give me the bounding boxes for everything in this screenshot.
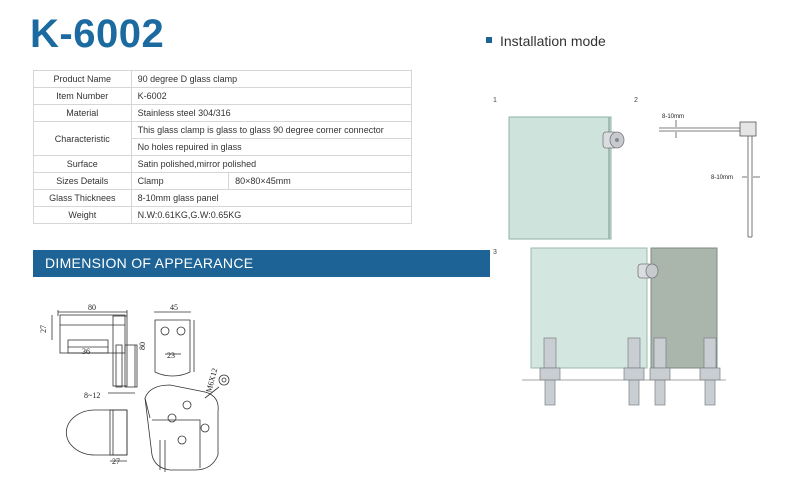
dim-27a-label: 27: [39, 325, 48, 333]
dim-top-label: 8-10mm: [662, 114, 684, 120]
top-view-corner: [659, 120, 760, 238]
step-number-3: 3: [493, 249, 497, 256]
step-number-1: 1: [493, 97, 497, 104]
table-row: Surface Satin polished,mirror polished: [33, 155, 413, 173]
spec-value: N.W:0.61KG,G.W:0.65KG: [130, 206, 413, 224]
dim-45-label: 45: [170, 303, 178, 312]
installation-heading: Installation mode: [486, 33, 606, 49]
installation-heading-text: Installation mode: [500, 33, 606, 49]
product-title: K-6002: [30, 12, 165, 56]
table-row: Glass Thicknees 8-10mm glass panel: [33, 189, 413, 207]
table-row: Product Name 90 degree D glass clamp: [33, 70, 413, 88]
square-bullet-icon: [486, 37, 492, 44]
clamp-icon: [637, 263, 659, 279]
table-row: Sizes Details Clamp 80×80×45mm: [33, 172, 412, 190]
dim-27b-label: 27: [112, 457, 120, 466]
spigot-posts: [539, 337, 721, 406]
dim-side-label: 8-10mm: [711, 175, 733, 181]
dim-23-label: 23: [167, 351, 175, 360]
step-number-2: 2: [634, 97, 638, 104]
table-row: Weight N.W:0.61KG,G.W:0.65KG: [33, 206, 413, 224]
dim-80-label: 80: [88, 303, 96, 312]
dim-80v-label: 80: [138, 342, 147, 350]
glass-panel: [508, 116, 612, 240]
dim-36-label: 36: [82, 347, 90, 356]
spec-label: Weight: [33, 206, 132, 224]
spec-table: Product Name 90 degree D glass clamp Ite…: [33, 70, 413, 224]
dimension-banner: DIMENSION OF APPEARANCE: [33, 250, 490, 277]
table-row: Characteristic This glass clamp is glass…: [33, 121, 413, 156]
spec-label: Characteristic: [33, 121, 132, 156]
clamp-icon: [602, 131, 625, 149]
dim-8-12-label: 8~12: [84, 391, 100, 400]
